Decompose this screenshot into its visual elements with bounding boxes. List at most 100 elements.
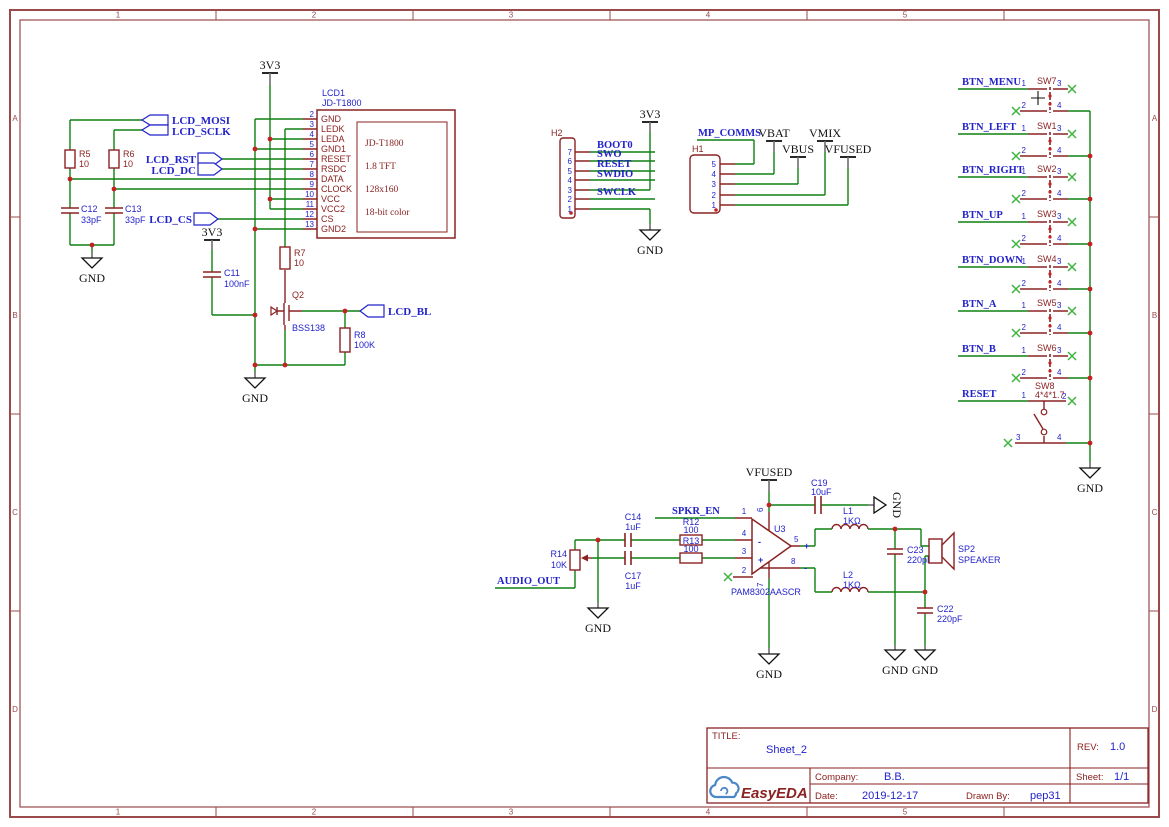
value[interactable]: 220pF [907,555,933,565]
net-label[interactable]: BTN_DOWN [962,255,1023,266]
value[interactable]: 1uF [625,581,641,591]
ref-des[interactable]: SW3 [1037,209,1057,219]
gnd-flag[interactable]: GND [1077,462,1103,495]
ref-des[interactable]: H1 [692,144,704,154]
capacitor-plates[interactable] [61,207,79,214]
amp-triangle[interactable] [751,517,793,576]
sheet-title[interactable]: Sheet_2 [766,744,807,756]
ref-des[interactable]: L1 [843,506,853,516]
gnd-label[interactable]: GND [1077,481,1103,495]
net-label[interactable]: AUDIO_OUT [497,576,560,587]
power-label[interactable]: VBAT [758,126,790,140]
power-flag-3v3[interactable]: 3V3 [260,58,281,85]
gnd-label[interactable]: GND [79,271,105,285]
switch-sw4[interactable]: BTN_DOWN SW4 1 3 2 4 [958,254,1090,294]
speaker-cone[interactable] [941,531,955,571]
netflag-label[interactable]: LCD_DC [151,165,196,177]
value[interactable]: 10 [79,159,89,169]
resistor-r5[interactable]: R5 10 [64,149,91,169]
value[interactable]: 4*4*1.7 [1035,390,1065,400]
wire[interactable] [958,221,1090,245]
capacitor-plates[interactable] [814,496,822,514]
switch-sw6[interactable]: BTN_B SW6 1 3 2 4 [958,343,1090,383]
potentiometer-r14[interactable]: R14 10K [550,549,592,571]
net-label[interactable]: RESET [962,389,996,400]
drawn-by-value[interactable]: pep31 [1030,790,1061,802]
ref-des[interactable]: U3 [774,524,786,534]
power-label[interactable]: VFUSED [746,465,793,479]
capacitor-plates[interactable] [917,607,933,614]
ref-des[interactable]: SP2 [958,544,975,554]
ref-des[interactable]: C11 [224,268,240,278]
speaker-box[interactable] [928,538,943,564]
ref-des[interactable]: C12 [81,204,98,214]
netflag-lcd-dc[interactable]: LCD_DC [151,162,223,177]
net-label[interactable]: SWO [597,149,622,160]
value[interactable]: JD-T1800 [322,98,362,108]
gnd-symbol[interactable] [586,607,610,619]
netflag-arrow[interactable] [140,124,169,136]
value[interactable]: 1KΩ [843,580,861,590]
capacitor-plates[interactable] [624,551,632,565]
net-label[interactable]: SPKR_EN [672,506,720,517]
lcd-module[interactable]: LCD1 JD-T1800 JD-T1800 1.8 TFT 128x160 1… [305,88,456,239]
power-label[interactable]: 3V3 [202,225,223,239]
wire[interactable] [958,310,1090,334]
resistor-body[interactable] [679,552,703,564]
net-label[interactable]: MP_COMMS [698,128,761,139]
value[interactable]: 10K [551,560,567,570]
value[interactable]: 33pF [81,215,102,225]
gnd-label[interactable]: GND [882,663,908,677]
net-label[interactable]: BTN_MENU [962,77,1021,88]
gnd-flag[interactable]: GND [756,648,782,681]
netflag-label[interactable]: LCD_CS [149,214,192,226]
resistor-r8[interactable]: R8 100K [339,327,375,353]
gnd-flag[interactable]: GND [242,372,268,405]
netflag-label[interactable]: LCD_RST [146,154,197,166]
ref-des[interactable]: R5 [79,149,91,159]
capacitor-c13[interactable]: C13 33pF [105,204,146,225]
ref-des[interactable]: L2 [843,570,853,580]
header-body[interactable] [559,137,576,219]
netflag-arrow[interactable] [140,114,169,126]
net-label[interactable]: SWDIO [597,169,633,180]
value[interactable]: PAM8302AASCR [731,587,801,597]
ref-des[interactable]: C19 [811,478,828,488]
switch-sw3[interactable]: BTN_UP SW3 1 3 2 4 [958,209,1090,249]
netflag-label[interactable]: LCD_SCLK [172,126,231,138]
ref-des[interactable]: SW4 [1037,254,1057,264]
power-label[interactable]: VFUSED [825,142,872,156]
ref-des[interactable]: SW6 [1037,343,1057,353]
netflag-lcd-mosi[interactable]: LCD_MOSI [140,114,230,127]
switch-sw2[interactable]: BTN_RIGHT SW2 1 3 2 4 [958,164,1090,204]
value[interactable]: 100nF [224,279,250,289]
resistor-r13[interactable]: R13 100 [679,536,703,564]
netflag-lcd-sclk[interactable]: LCD_SCLK [140,124,231,138]
value[interactable]: 100K [354,340,375,350]
gnd-flag-sideways[interactable]: GND [868,492,904,518]
inductor-l1[interactable]: L1 1KΩ [831,506,869,530]
net-label[interactable]: BTN_RIGHT [962,165,1024,176]
value[interactable]: 1KΩ [843,516,861,526]
ref-des[interactable]: R7 [294,248,306,258]
gnd-flag[interactable]: GND [585,602,611,635]
sheet-value[interactable]: 1/1 [1114,771,1129,783]
resistor-body[interactable] [64,149,76,169]
gnd-symbol[interactable] [883,649,907,661]
resistor-body[interactable] [108,149,120,169]
ref-des[interactable]: C13 [125,204,142,214]
gnd-label[interactable]: GND [756,667,782,681]
switch-sw8-reset[interactable]: RESET SW8 4*4*1.7 1 2 3 4 [958,381,1090,448]
net-label[interactable]: BTN_A [962,299,997,310]
ref-des[interactable]: SW5 [1037,298,1057,308]
ref-des[interactable]: C17 [625,571,642,581]
power-label[interactable]: VMIX [809,126,841,140]
ref-des[interactable]: LCD1 [322,88,345,98]
resistor-body[interactable] [279,246,291,270]
power-flag-vfused[interactable]: VFUSED [825,142,872,168]
power-flag-vbat[interactable]: VBAT [758,126,790,152]
capacitor-c14[interactable]: C14 1uF [624,512,642,547]
power-flag-3v3[interactable]: 3V3 [640,107,661,132]
wire[interactable] [958,266,1090,290]
capacitor-c19[interactable]: C19 10uF [811,478,832,514]
